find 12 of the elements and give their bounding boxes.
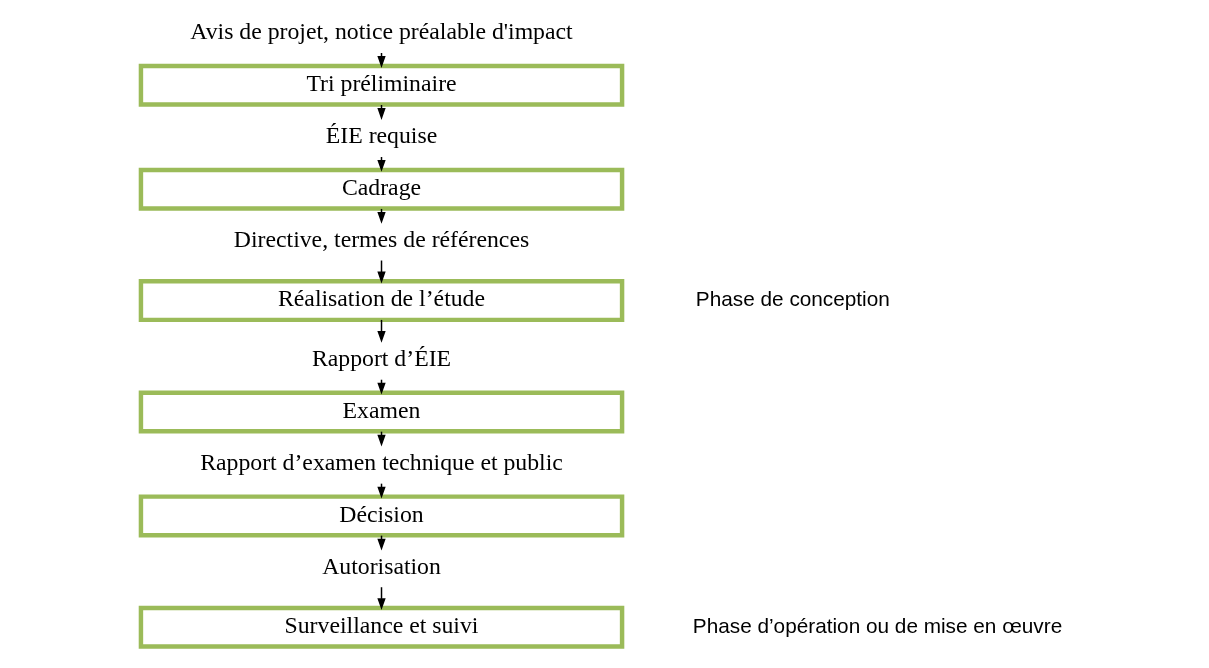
node-text: Rapport d’examen technique et public: [199, 448, 563, 475]
node-text: Autorisation: [321, 552, 441, 579]
node-text: ÉIE requise: [325, 121, 437, 148]
node-text: Avis de projet, notice préalable d'impact: [189, 17, 573, 44]
label: Phase d’opération ou de mise en œuvre: [692, 613, 1062, 637]
node-text: Directive, termes de références: [233, 225, 529, 252]
label: Phase de conception: [695, 287, 890, 311]
node-box: Tri préliminaire: [138, 63, 624, 107]
node-box: Surveillance et suivi: [138, 605, 624, 649]
node-text: Rapport d’ÉIE: [311, 344, 451, 371]
node-box: Cadrage: [138, 167, 624, 211]
node-box: Réalisation de l’étude: [138, 279, 624, 323]
